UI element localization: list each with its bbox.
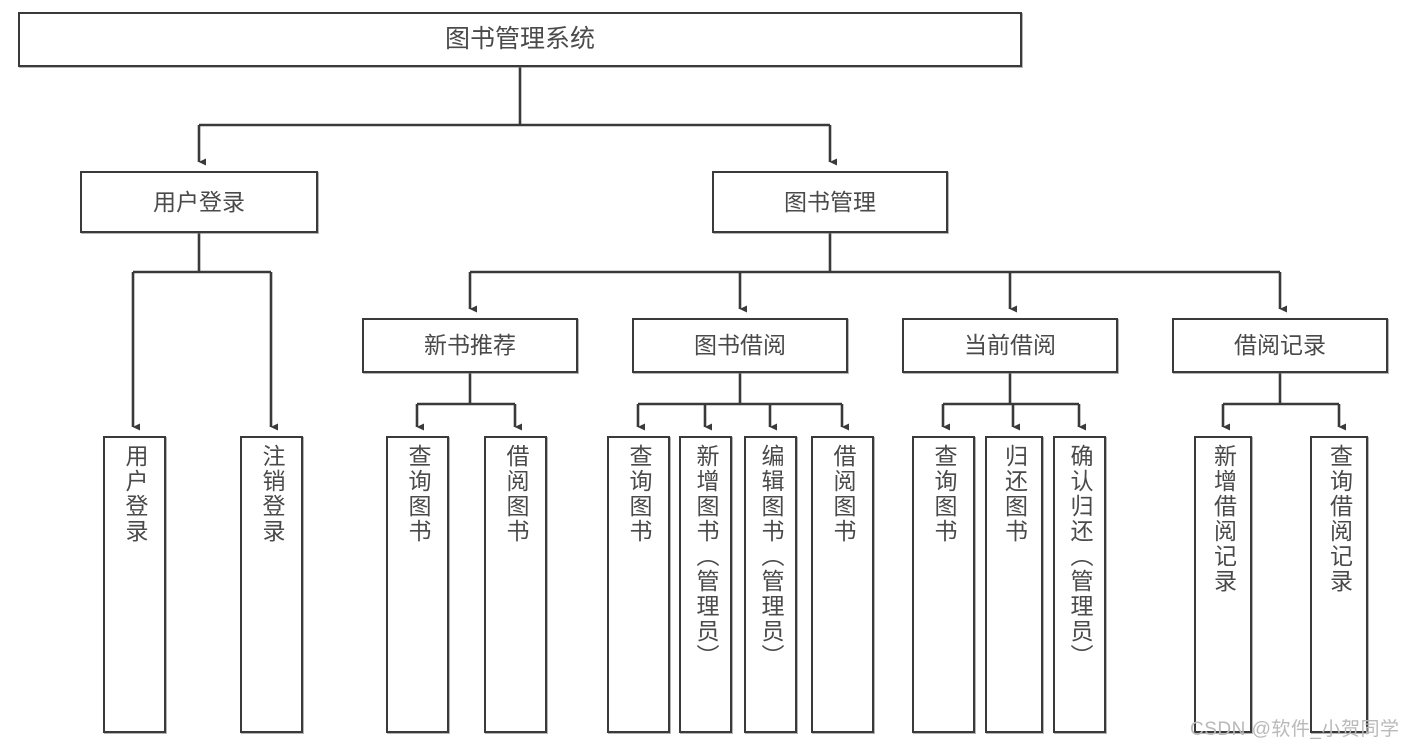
node-leaf[interactable]: 查询图书 <box>607 436 670 733</box>
node-label: 借阅记录 <box>1234 332 1326 359</box>
node-label: 新书推荐 <box>424 332 516 359</box>
node-label: 查询图书 <box>626 444 652 544</box>
node-label: 查询借阅记录 <box>1326 444 1353 594</box>
node-leaf[interactable]: 新增图书（管理员） <box>679 436 732 733</box>
node-label: 编辑图书（管理员） <box>758 444 784 669</box>
node-leaf[interactable]: 确认归还（管理员） <box>1053 436 1106 733</box>
node-lvl3[interactable]: 图书借阅 <box>632 318 848 373</box>
node-label: 当前借阅 <box>964 332 1056 359</box>
node-label: 新增图书（管理员） <box>693 444 719 669</box>
node-root[interactable]: 图书管理系统 <box>18 12 1022 67</box>
node-label: 用户登录 <box>122 444 148 544</box>
node-label: 确认归还（管理员） <box>1067 444 1093 669</box>
node-lvl3[interactable]: 新书推荐 <box>362 318 578 373</box>
node-lvl2[interactable]: 用户登录 <box>80 171 318 233</box>
node-leaf[interactable]: 编辑图书（管理员） <box>744 436 797 733</box>
node-label: 用户登录 <box>153 188 245 215</box>
node-label: 图书管理系统 <box>444 25 595 53</box>
node-label: 借阅图书 <box>830 444 856 544</box>
node-label: 图书借阅 <box>694 332 786 359</box>
node-label: 查询图书 <box>405 444 431 544</box>
node-leaf[interactable]: 查询借阅记录 <box>1310 436 1368 733</box>
node-leaf[interactable]: 借阅图书 <box>484 436 547 733</box>
node-lvl2[interactable]: 图书管理 <box>712 171 948 233</box>
node-label: 借阅图书 <box>503 444 529 544</box>
node-label: 注销登录 <box>259 444 285 544</box>
node-label: 图书管理 <box>784 188 876 215</box>
node-leaf[interactable]: 归还图书 <box>985 436 1043 733</box>
node-leaf[interactable]: 查询图书 <box>386 436 449 733</box>
watermark-text: CSDN @软件_小贺同学 <box>1190 719 1400 740</box>
node-leaf[interactable]: 用户登录 <box>103 436 166 733</box>
node-lvl3[interactable]: 当前借阅 <box>902 318 1118 373</box>
node-lvl3[interactable]: 借阅记录 <box>1172 318 1388 373</box>
node-label: 归还图书 <box>1001 444 1028 544</box>
node-label: 新增借阅记录 <box>1210 444 1237 594</box>
node-leaf[interactable]: 借阅图书 <box>811 436 874 733</box>
node-label: 查询图书 <box>931 444 957 544</box>
node-leaf[interactable]: 注销登录 <box>240 436 303 733</box>
node-leaf[interactable]: 新增借阅记录 <box>1194 436 1252 733</box>
node-leaf[interactable]: 查询图书 <box>912 436 975 733</box>
